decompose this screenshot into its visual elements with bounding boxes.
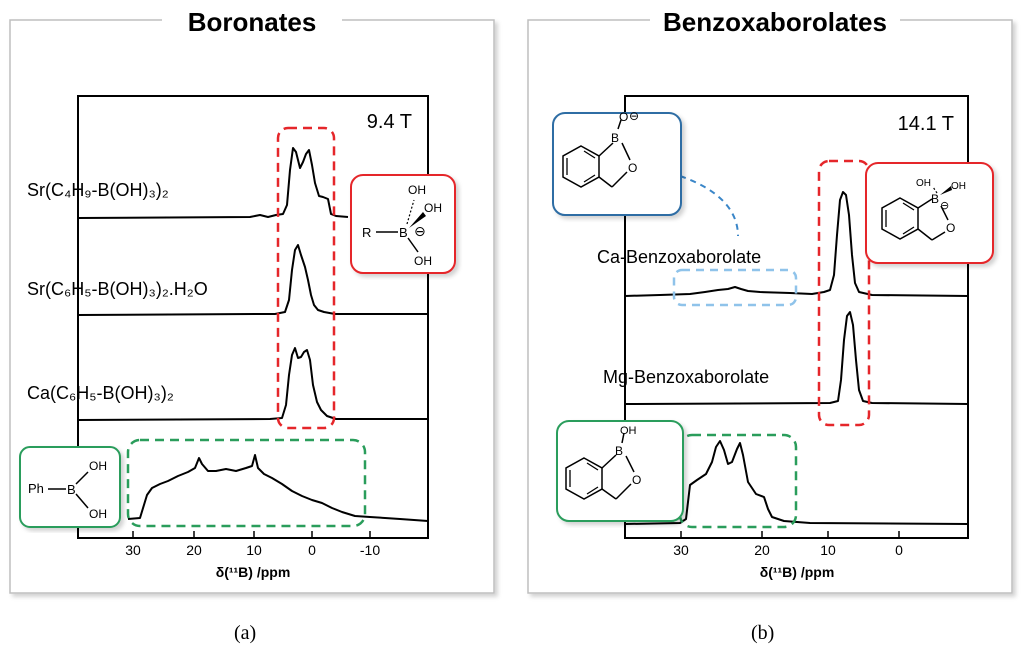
trace-a-2 xyxy=(77,244,428,316)
tetra-oh-right: OH xyxy=(951,181,966,192)
tetra-minus: ⊖ xyxy=(940,200,949,212)
boronic-acid-structure-box: Ph B OH OH xyxy=(19,446,121,528)
x-axis-label-b: δ(¹¹B) /ppm xyxy=(760,564,835,580)
trace-label-b-2: Mg-Benzoxaborolate xyxy=(603,367,769,387)
tick-a-10: 10 xyxy=(246,542,262,558)
anion-b: B xyxy=(611,131,619,145)
borate-oh-top: OH xyxy=(408,183,426,197)
panel-a-title: Boronates xyxy=(188,7,317,37)
tick-a-30: 30 xyxy=(125,542,141,558)
neutral-b: B xyxy=(615,444,623,458)
anion-structure-box: B O ⊖ O xyxy=(552,109,682,216)
neutral-o-ring: O xyxy=(632,473,641,487)
borate-b: B xyxy=(399,225,408,240)
borate-structure-box: OH OH R B ⊖ OH xyxy=(350,174,456,274)
trace-b-3 xyxy=(624,440,969,525)
caption-a: (a) xyxy=(234,622,257,644)
tick-b-20: 20 xyxy=(754,542,770,558)
trace-b-2 xyxy=(624,311,969,405)
panel-a-plot-frame xyxy=(77,95,429,539)
borate-minus: ⊖ xyxy=(414,223,426,239)
boronic-oh-bot: OH xyxy=(89,507,107,521)
trace-a-4 xyxy=(127,454,429,522)
panel-b-traces xyxy=(624,191,969,525)
boronic-ph: Ph xyxy=(28,481,44,496)
light-blue-box-b xyxy=(672,268,798,307)
borate-oh-bot: OH xyxy=(414,254,432,268)
trace-label-b-1: Ca-Benzoxaborolate xyxy=(597,247,761,267)
green-box-a xyxy=(126,438,367,528)
panel-b-plot-frame xyxy=(624,95,969,539)
tetra-oh-left: OH xyxy=(916,178,931,189)
tick-a-m10: -10 xyxy=(360,542,380,558)
boronic-b: B xyxy=(67,482,76,497)
blue-dashed-connector xyxy=(679,175,739,237)
anion-minus: ⊖ xyxy=(629,109,639,123)
panel-b-field: 14.1 T xyxy=(898,113,954,135)
neutral-structure-box: B OH O xyxy=(556,420,684,522)
panel-a-traces xyxy=(77,147,429,522)
panel-a-title-bg xyxy=(162,4,342,38)
trace-label-a-1: Sr(C₄H₉-B(OH)₃)₂ xyxy=(27,180,169,200)
tick-b-30: 30 xyxy=(673,542,689,558)
x-ticks-a xyxy=(132,531,371,538)
tick-a-20: 20 xyxy=(186,542,202,558)
borate-oh-mid: OH xyxy=(424,201,442,215)
tick-b-0: 0 xyxy=(895,542,903,558)
tetra-o-ring: O xyxy=(946,221,955,235)
borate-r: R xyxy=(362,225,371,240)
trace-a-3 xyxy=(77,347,428,421)
trace-b-1 xyxy=(624,191,969,297)
x-axis-label-a: δ(¹¹B) /ppm xyxy=(216,564,291,580)
trace-label-a-3: Ca(C₆H₅-B(OH)₃)₂ xyxy=(27,383,174,403)
panel-b-title: Benzoxaborolates xyxy=(663,7,887,37)
boronic-oh-top: OH xyxy=(89,459,107,473)
panel-a: Boronates 9.4 T Sr(C₄H₉-B(OH)₃)₂ Sr(C₆H₅… xyxy=(9,4,495,594)
anion-o-ring: O xyxy=(628,161,637,175)
caption-b: (b) xyxy=(751,622,775,644)
red-box-a xyxy=(276,126,336,430)
neutral-oh: OH xyxy=(620,425,637,437)
trace-a-1 xyxy=(77,147,349,219)
panel-b-title-bg xyxy=(650,4,900,38)
x-ticks-b xyxy=(680,531,900,538)
panel-b: Benzoxaborolates 14.1 T Ca-Benzoxaborola… xyxy=(527,4,1013,594)
green-box-b xyxy=(678,433,798,529)
tick-b-10: 10 xyxy=(820,542,836,558)
tetrahedral-structure-box: B OH OH ⊖ O xyxy=(865,162,994,264)
trace-label-a-2: Sr(C₆H₅-B(OH)₃)₂.H₂O xyxy=(27,279,208,299)
tetra-b: B xyxy=(931,192,939,206)
anion-o-top: O xyxy=(619,110,628,124)
red-box-b xyxy=(817,159,871,427)
tick-a-0: 0 xyxy=(308,542,316,558)
panel-a-field: 9.4 T xyxy=(367,111,412,133)
